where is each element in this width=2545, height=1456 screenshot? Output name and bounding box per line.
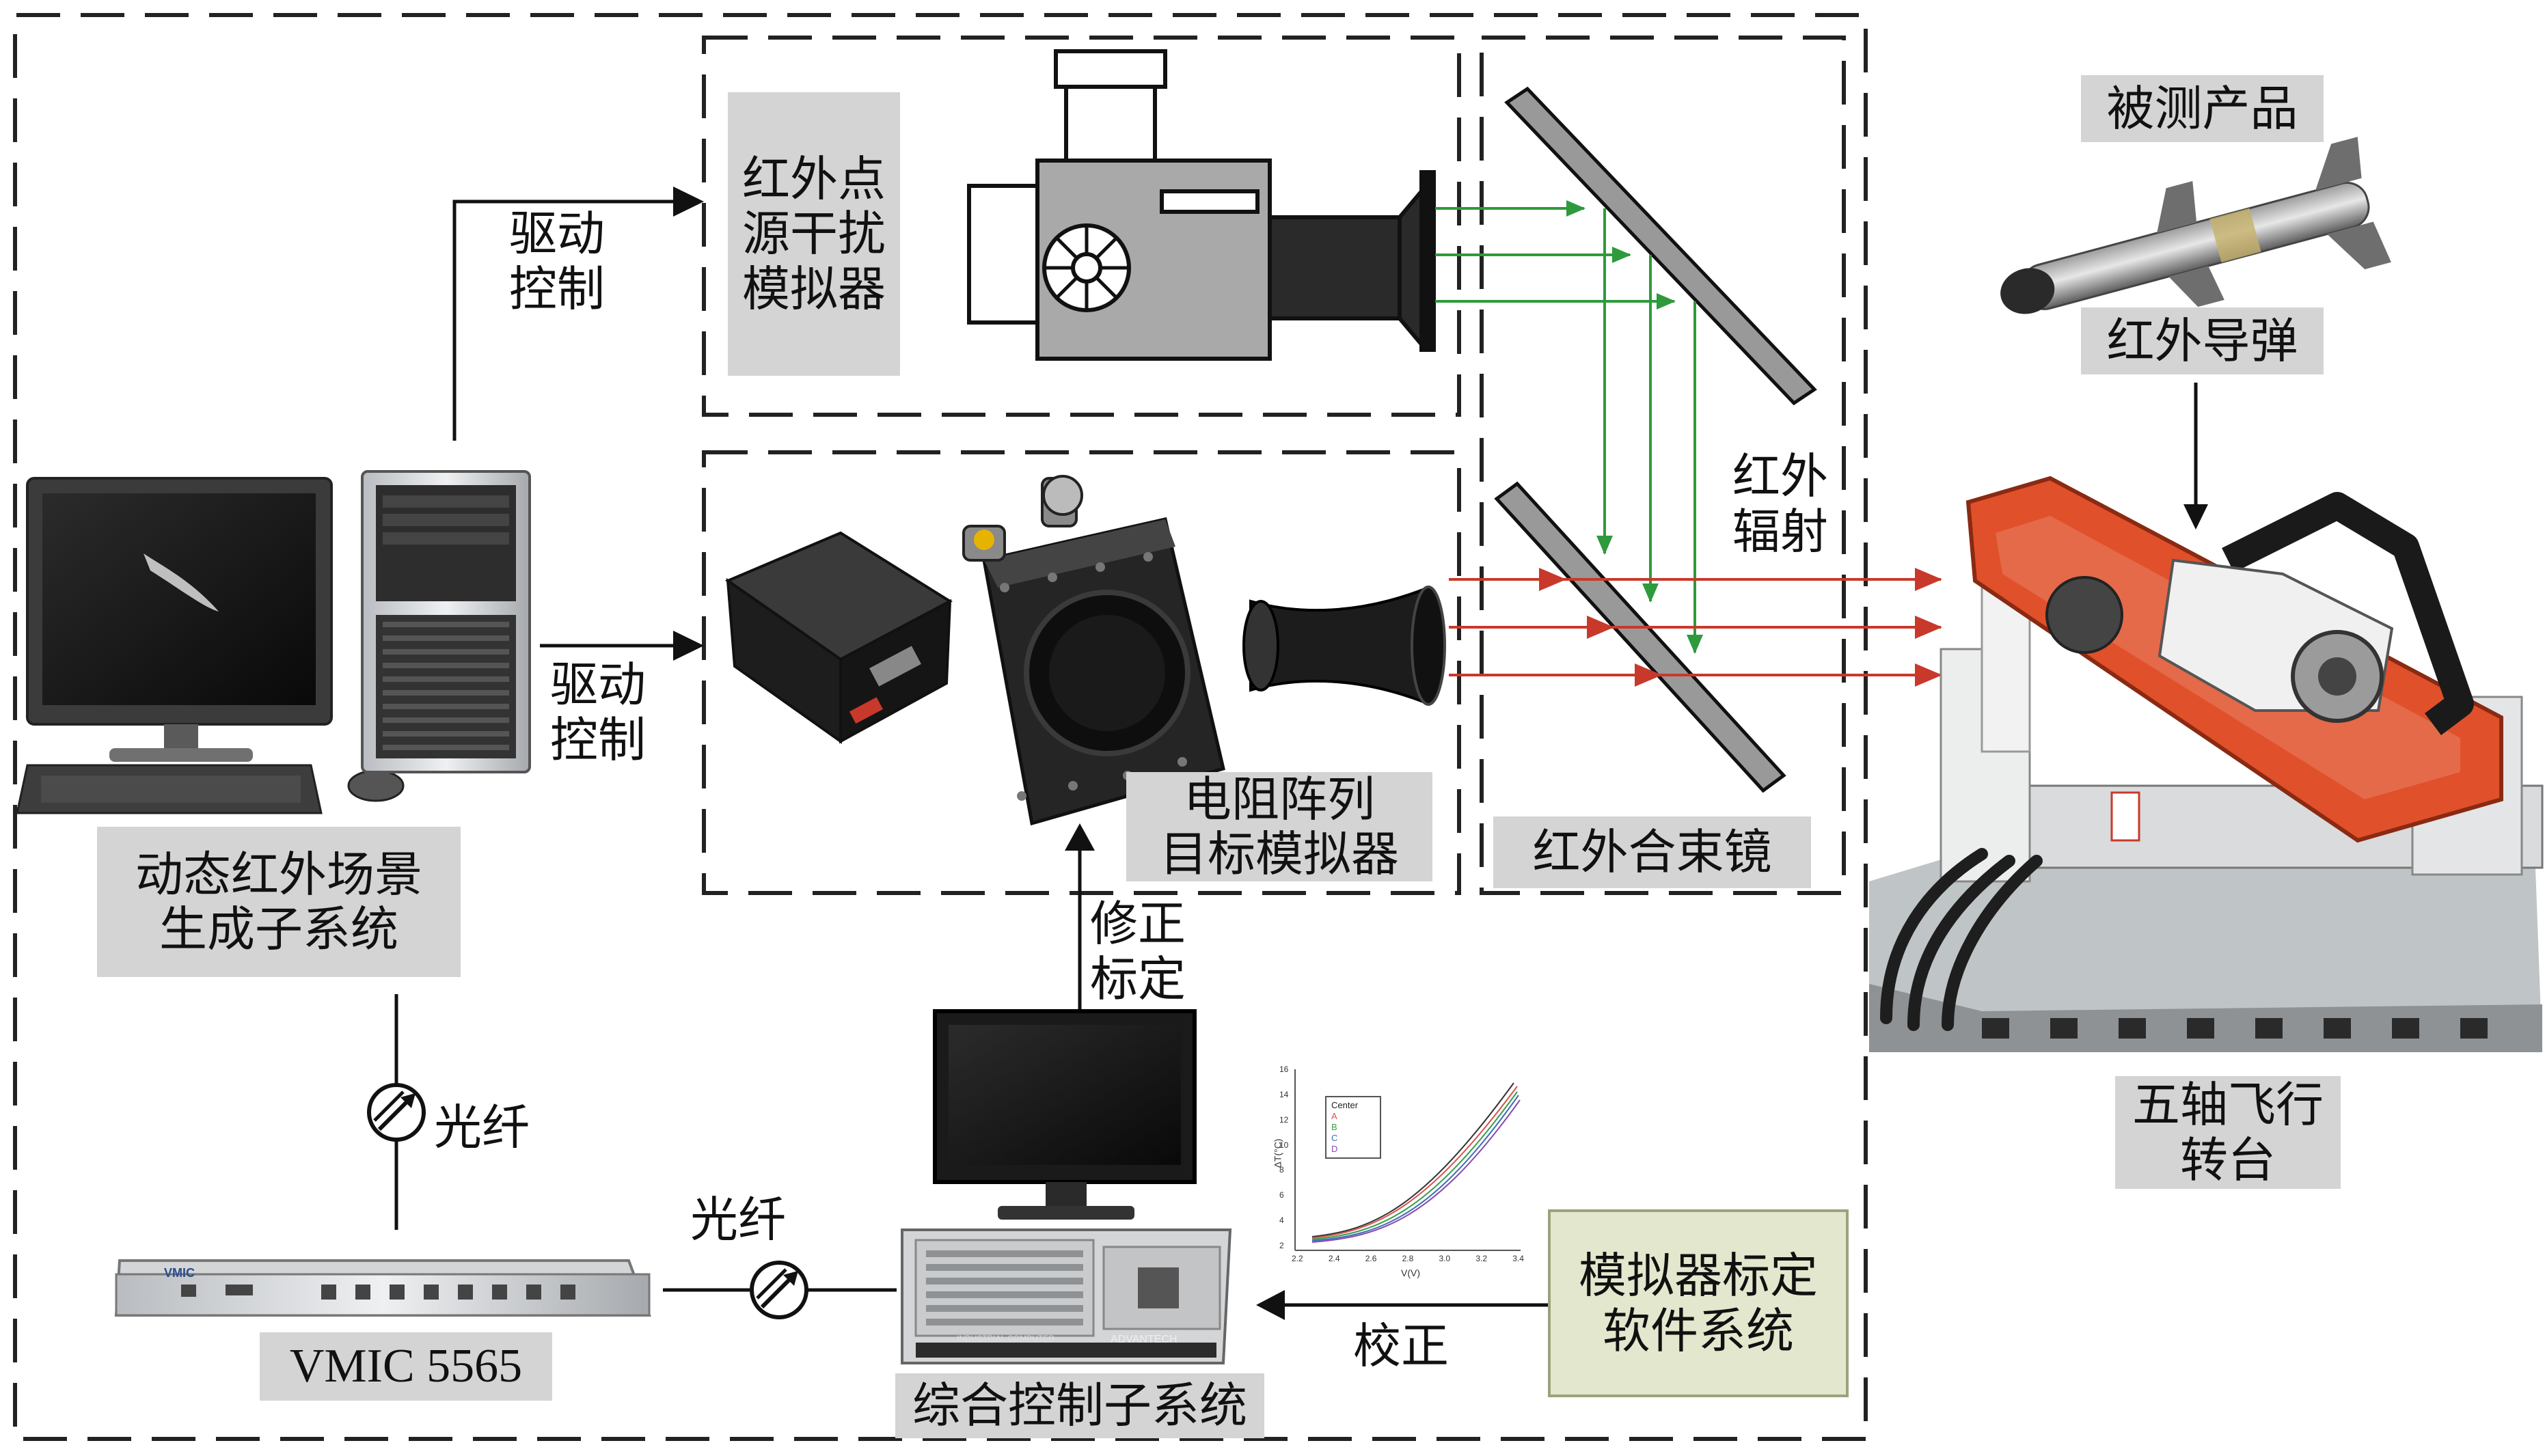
integrated-control-label: 综合控制子系统 <box>895 1373 1264 1438</box>
point-source-simulator-drawing <box>967 49 1436 361</box>
xtick: 2.6 <box>1365 1254 1377 1263</box>
ir-radiation-line2: 辐射 <box>1732 503 1828 560</box>
drive-control-top-arrow <box>452 200 673 441</box>
fiber-bottom-label: 光纤 <box>677 1189 800 1250</box>
point-source-line2: 源干扰 <box>742 206 886 262</box>
drive-mid-line2: 控制 <box>550 711 646 768</box>
ytick: 2 <box>1279 1240 1284 1250</box>
legend-b: B <box>1331 1122 1337 1132</box>
vmic-text: VMIC 5565 <box>289 1339 523 1392</box>
chart-xticks: 2.2 2.4 2.6 2.8 3.0 3.2 3.4 <box>1292 1254 1524 1263</box>
integrated-control-computer <box>901 1009 1232 1364</box>
outer-system-boundary <box>13 13 1868 1441</box>
ytick: 12 <box>1279 1114 1289 1125</box>
xtick: 3.2 <box>1475 1254 1488 1263</box>
fiber-symbol-left <box>367 1083 426 1142</box>
legend-d: D <box>1331 1144 1338 1154</box>
vmic-label: VMIC 5565 <box>260 1332 552 1401</box>
drive-mid-line1: 驱动 <box>550 657 646 713</box>
beam-combiner-label: 红外合束镜 <box>1493 816 1811 888</box>
scene-gen-label: 动态红外场景 生成子系统 <box>97 827 461 977</box>
calibration-software-line2: 软件系统 <box>1603 1302 1794 1359</box>
ir-missile-image <box>2000 137 2391 314</box>
resistor-array-simulator <box>724 475 1446 826</box>
resistor-array-line1: 电阻阵列 <box>1184 771 1375 827</box>
lower-mirror <box>1494 481 1786 793</box>
xtick: 2.8 <box>1402 1254 1414 1263</box>
xtick: 3.4 <box>1512 1254 1524 1263</box>
five-axis-line2: 转台 <box>2180 1131 2276 1188</box>
drive-control-mid-label: 驱动 控制 <box>536 656 659 769</box>
correction-line2: 标定 <box>1090 950 1186 1007</box>
beam-combiner-frame <box>1480 36 1846 895</box>
resistor-array-line2: 目标模拟器 <box>1160 826 1399 882</box>
drive-mid-arrowhead <box>673 631 704 661</box>
ipc-label: INDUSTRIAL COMPUTER <box>957 1334 1054 1343</box>
scene-computer <box>16 470 531 814</box>
vmic-5565-unit <box>114 1259 651 1317</box>
beam-combiner-mirrors <box>1494 86 1817 793</box>
product-under-test-text: 被测产品 <box>2106 80 2298 137</box>
ytick: 8 <box>1279 1165 1284 1175</box>
point-source-line1: 红外点 <box>742 150 886 207</box>
ytick: 6 <box>1279 1190 1284 1200</box>
correction-arrowhead <box>1065 823 1095 851</box>
correction-calibration-label: 修正 标定 <box>1076 895 1199 1008</box>
chart-xlabel: V(V) <box>1401 1267 1420 1278</box>
resistor-array-label: 电阻阵列 目标模拟器 <box>1126 771 1432 882</box>
scene-gen-line2: 生成子系统 <box>159 901 398 957</box>
legend-center: Center <box>1331 1100 1359 1110</box>
calibrate-label: 校正 <box>1336 1315 1466 1377</box>
calibration-chart <box>1294 1069 1521 1251</box>
vmic-logo: VMIC <box>164 1266 195 1280</box>
drive-top-line2: 控制 <box>509 260 605 317</box>
integrated-control-text: 综合控制子系统 <box>912 1377 1247 1434</box>
five-axis-line1: 五轴飞行 <box>2132 1077 2324 1133</box>
connector-lines <box>394 200 2198 1307</box>
ipc-brand: ADVANTECH <box>1111 1334 1178 1345</box>
calibrate-text: 校正 <box>1353 1317 1449 1374</box>
ir-radiation-line1: 红外 <box>1732 448 1828 504</box>
fiber-left-text: 光纤 <box>434 1099 530 1155</box>
fiber-symbol-bottom <box>750 1261 808 1319</box>
xtick: 2.4 <box>1328 1254 1340 1263</box>
fiber-left-label: 光纤 <box>420 1097 543 1158</box>
red-beams <box>1449 568 1942 687</box>
chart-yticks: 2 4 6 8 10 12 14 16 <box>1279 1064 1288 1250</box>
chart-legend: Center A B C D <box>1331 1100 1358 1155</box>
software-arrowhead <box>1256 1290 1285 1320</box>
legend-a: A <box>1331 1111 1337 1121</box>
point-source-label: 红外点 源干扰 模拟器 <box>728 92 900 376</box>
ir-missile-text: 红外导弹 <box>2106 312 2298 369</box>
fiber-bottom-text: 光纤 <box>690 1191 786 1248</box>
drive-top-line1: 驱动 <box>509 206 605 262</box>
drive-top-arrowhead <box>673 187 704 217</box>
xtick: 3.0 <box>1439 1254 1451 1263</box>
missile-on-screen <box>144 553 219 612</box>
xtick: 2.2 <box>1292 1254 1303 1263</box>
beam-combiner-text: 红外合束镜 <box>1532 824 1772 881</box>
ytick: 10 <box>1279 1140 1289 1150</box>
ir-missile-label: 红外导弹 <box>2081 307 2324 374</box>
five-axis-table-image <box>1869 476 2544 1052</box>
scene-gen-line1: 动态红外场景 <box>135 846 422 903</box>
calibration-software-label: 模拟器标定 软件系统 <box>1548 1209 1849 1397</box>
ytick: 16 <box>1279 1064 1289 1074</box>
ytick: 14 <box>1279 1089 1289 1099</box>
drive-control-top-label: 驱动 控制 <box>495 205 618 318</box>
upper-mirror <box>1504 86 1817 406</box>
legend-c: C <box>1331 1133 1338 1143</box>
ir-radiation-label: 红外 辐射 <box>1712 444 1849 564</box>
five-axis-table-label: 五轴飞行 转台 <box>2115 1076 2341 1189</box>
correction-line1: 修正 <box>1090 896 1186 952</box>
ytick: 4 <box>1279 1215 1284 1226</box>
missile-arrowhead <box>2183 504 2208 530</box>
green-beams <box>1435 200 1703 654</box>
point-source-line3: 模拟器 <box>742 260 886 317</box>
product-under-test-label: 被测产品 <box>2081 75 2324 142</box>
calibration-software-line1: 模拟器标定 <box>1579 1248 1818 1304</box>
point-source-frame <box>702 36 1461 417</box>
